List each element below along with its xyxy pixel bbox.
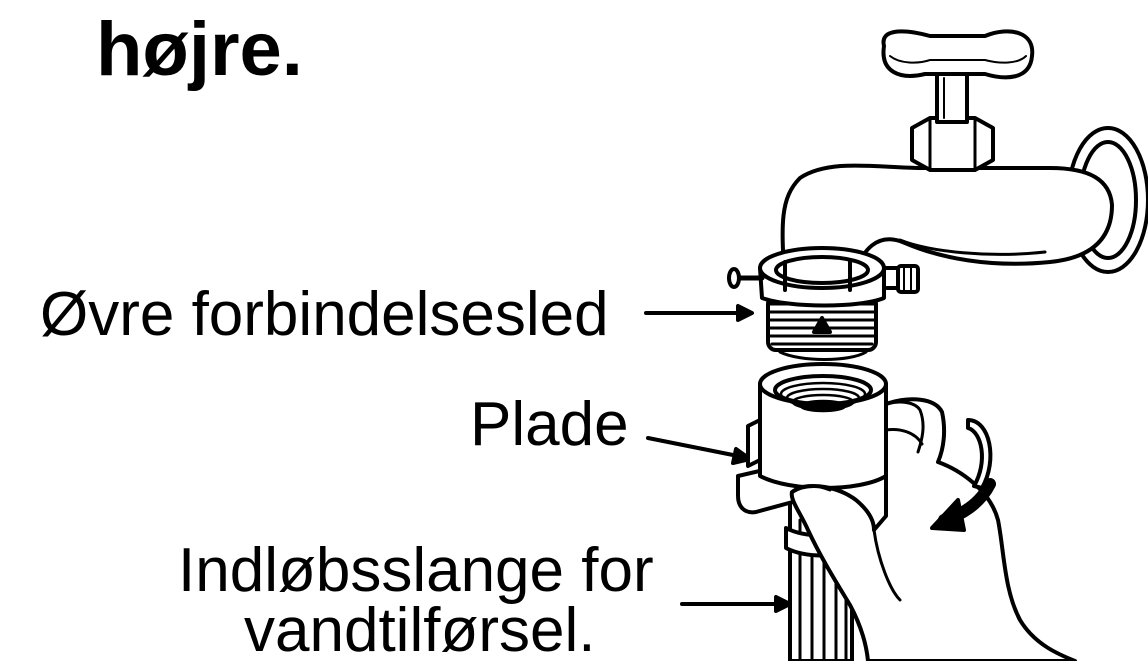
connector-icon <box>729 248 918 360</box>
leader-arrow-upper-joint <box>646 306 752 320</box>
leader-arrow-plate <box>648 438 750 463</box>
leader-arrow-hose <box>682 597 790 611</box>
